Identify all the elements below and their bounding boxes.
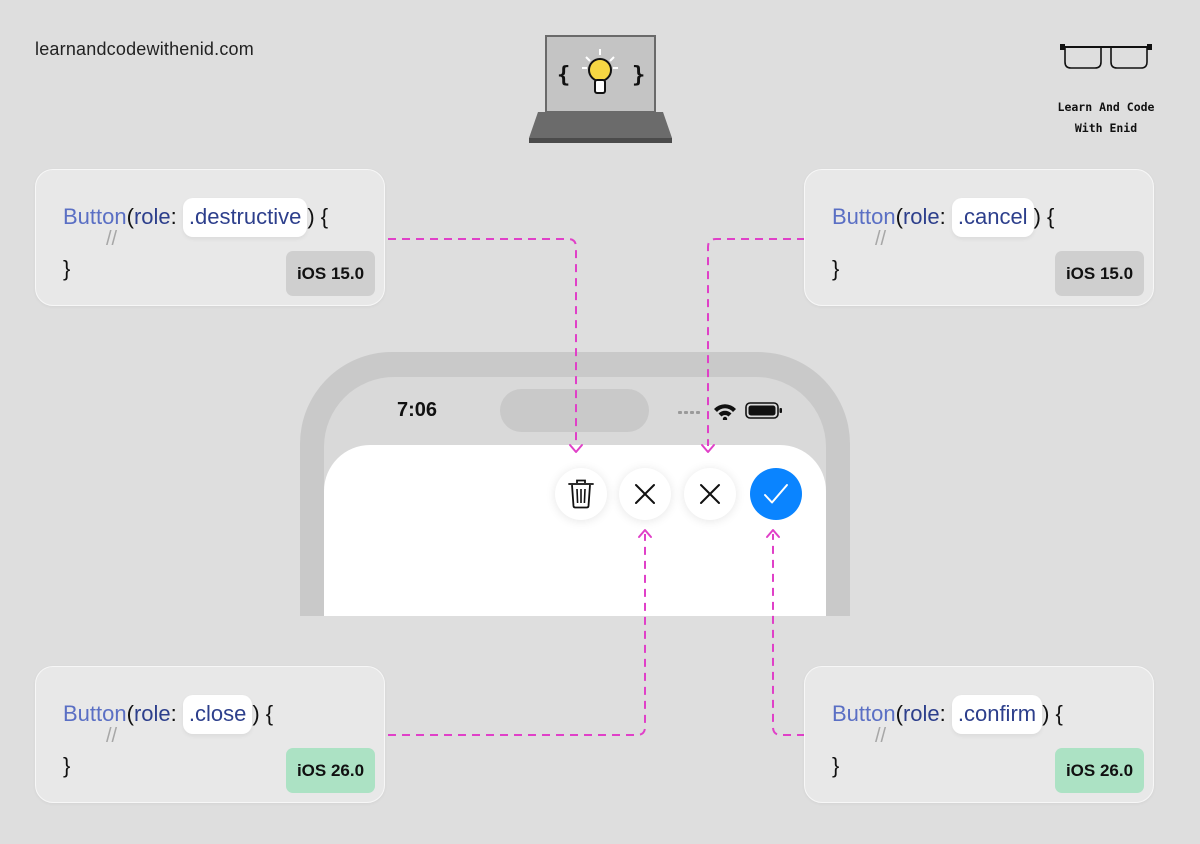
code-closing-brace: }	[63, 753, 71, 778]
code-suffix: ) {	[1042, 701, 1063, 726]
destructive-button[interactable]	[555, 468, 607, 520]
brand-line-1: Learn And Code	[1057, 100, 1155, 114]
code-type: Button	[63, 204, 127, 229]
confirm-button[interactable]	[750, 468, 802, 520]
brand-line-2: With Enid	[1074, 121, 1138, 135]
role-value: .confirm	[951, 695, 1043, 734]
code-colon: :	[170, 701, 183, 726]
code-type: Button	[832, 204, 896, 229]
code-comment: //	[875, 725, 887, 747]
code-card-confirm: Button(role: .confirm) { // } iOS 26.0	[804, 666, 1154, 803]
code-closing-brace: }	[63, 256, 71, 281]
signal-dots-icon	[678, 411, 700, 414]
code-line: Button(role: .cancel) {	[832, 198, 1054, 237]
lightbulb-icon	[582, 49, 618, 94]
checkmark-icon	[764, 484, 788, 504]
code-line: Button(role: .destructive) {	[63, 198, 328, 237]
code-colon: :	[939, 204, 952, 229]
code-closing-brace: }	[832, 753, 840, 778]
status-time: 7:06	[397, 399, 438, 421]
code-type: Button	[832, 701, 896, 726]
xmark-icon	[700, 484, 720, 504]
code-closing-brace: }	[832, 256, 840, 281]
code-card-destructive: Button(role: .destructive) { // } iOS 15…	[35, 169, 385, 306]
trash-icon	[568, 479, 594, 509]
code-card-cancel: Button(role: .cancel) { // } iOS 15.0	[804, 169, 1154, 306]
laptop-lightbulb-logo: { }	[529, 35, 672, 143]
brand-name: Learn And Code With Enid	[1042, 97, 1170, 139]
role-value: .destructive	[182, 198, 308, 237]
code-arg-label: role	[133, 701, 171, 726]
code-colon: :	[939, 701, 952, 726]
status-icons	[678, 402, 782, 420]
code-type: Button	[63, 701, 127, 726]
code-suffix: ) {	[252, 701, 274, 726]
code-paren: (	[126, 701, 134, 726]
brand-logo: Learn And Code With Enid	[1042, 38, 1170, 139]
ios-version-badge: iOS 26.0	[286, 748, 375, 793]
code-paren: (	[126, 204, 134, 229]
code-arg-label: role	[133, 204, 171, 229]
code-line: Button(role: .confirm) {	[832, 695, 1063, 734]
code-comment: //	[106, 228, 118, 250]
close-button[interactable]	[619, 468, 671, 520]
code-paren: (	[895, 204, 903, 229]
xmark-icon	[635, 484, 655, 504]
code-card-close: Button(role: .close) { // } iOS 26.0	[35, 666, 385, 803]
site-url: learnandcodewithenid.com	[35, 39, 254, 59]
dynamic-island	[500, 389, 649, 432]
ios-version-badge: iOS 15.0	[286, 251, 375, 296]
glasses-icon	[1060, 44, 1152, 69]
code-comment: //	[875, 228, 887, 250]
code-arg-label: role	[902, 204, 940, 229]
code-arg-label: role	[902, 701, 940, 726]
ios-version-badge: iOS 26.0	[1055, 748, 1144, 793]
laptop-left-brace: {	[557, 63, 570, 88]
code-colon: :	[170, 204, 183, 229]
role-value: .cancel	[951, 198, 1034, 237]
ios-version-badge: iOS 15.0	[1055, 251, 1144, 296]
code-comment: //	[106, 725, 118, 747]
role-value: .close	[182, 695, 253, 734]
battery-icon	[745, 402, 782, 419]
code-suffix: ) {	[1033, 204, 1055, 229]
code-suffix: ) {	[307, 204, 329, 229]
wifi-icon	[714, 404, 736, 420]
code-line: Button(role: .close) {	[63, 695, 273, 734]
cancel-button[interactable]	[684, 468, 736, 520]
laptop-right-brace: }	[632, 63, 645, 88]
code-paren: (	[895, 701, 903, 726]
